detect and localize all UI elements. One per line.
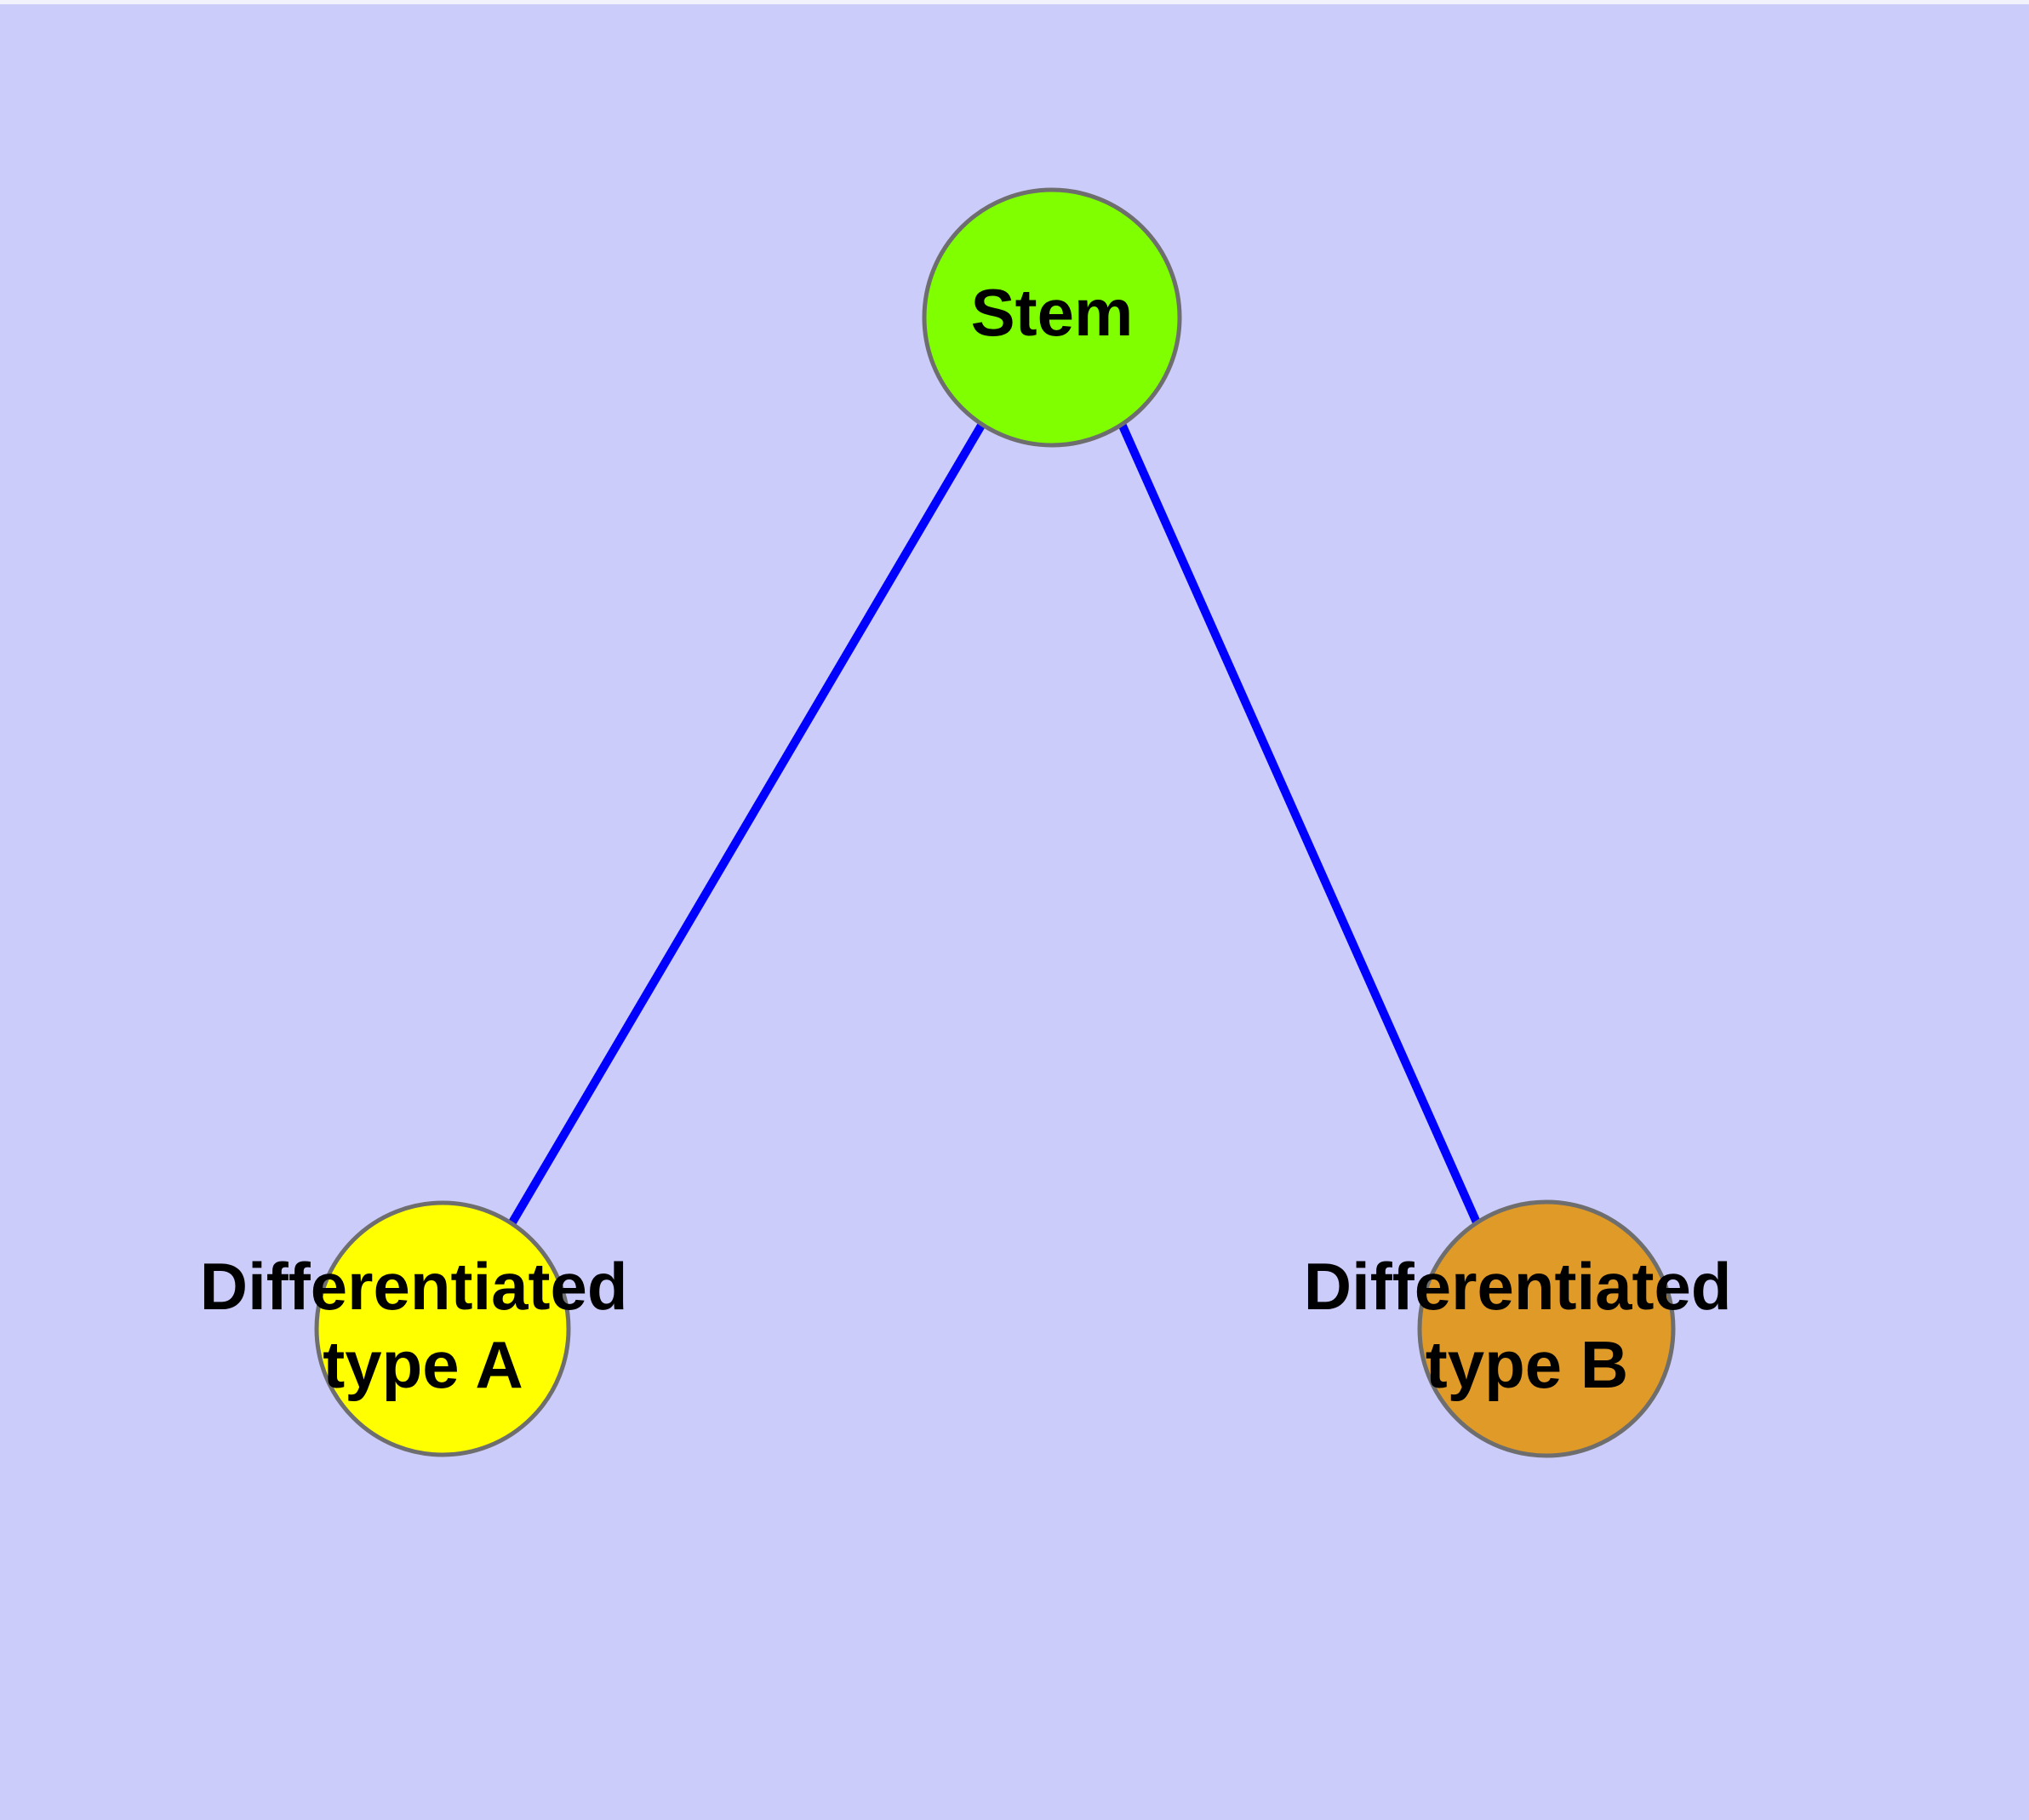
edge-stem-to-differentiated-type-a[interactable] <box>508 421 986 1225</box>
node-layer <box>314 187 1676 1458</box>
node-differentiated-type-a-circle[interactable] <box>314 1200 571 1457</box>
node-label-differentiated-type-b: Differentiated type B <box>1304 1249 1750 1402</box>
node-label-differentiated-type-b-line-1: Differentiated <box>1304 1249 1732 1324</box>
node-label-differentiated-type-a-line-2: type A <box>323 1327 523 1402</box>
node-label-differentiated-type-a: Differentiated type A <box>200 1249 646 1402</box>
figure-top-strip <box>0 0 2029 5</box>
node-stem[interactable] <box>922 187 1182 448</box>
node-label-stem: Stem <box>971 275 1134 350</box>
node-label-differentiated-type-b-line-2: type B <box>1426 1327 1628 1402</box>
node-label-stem-line-1: Stem <box>971 275 1134 350</box>
node-differentiated-type-b-circle[interactable] <box>1417 1199 1676 1458</box>
node-label-differentiated-type-a-line-1: Differentiated <box>200 1249 628 1324</box>
node-label-layer: Stem Differentiated type A Differentiate… <box>200 275 1750 1402</box>
edge-stem-to-differentiated-type-b[interactable] <box>1117 421 1481 1225</box>
node-stem-circle[interactable] <box>922 187 1182 448</box>
node-differentiated-type-a[interactable] <box>314 1200 571 1457</box>
node-differentiated-type-b[interactable] <box>1417 1199 1676 1458</box>
edge-layer <box>508 421 1481 1225</box>
